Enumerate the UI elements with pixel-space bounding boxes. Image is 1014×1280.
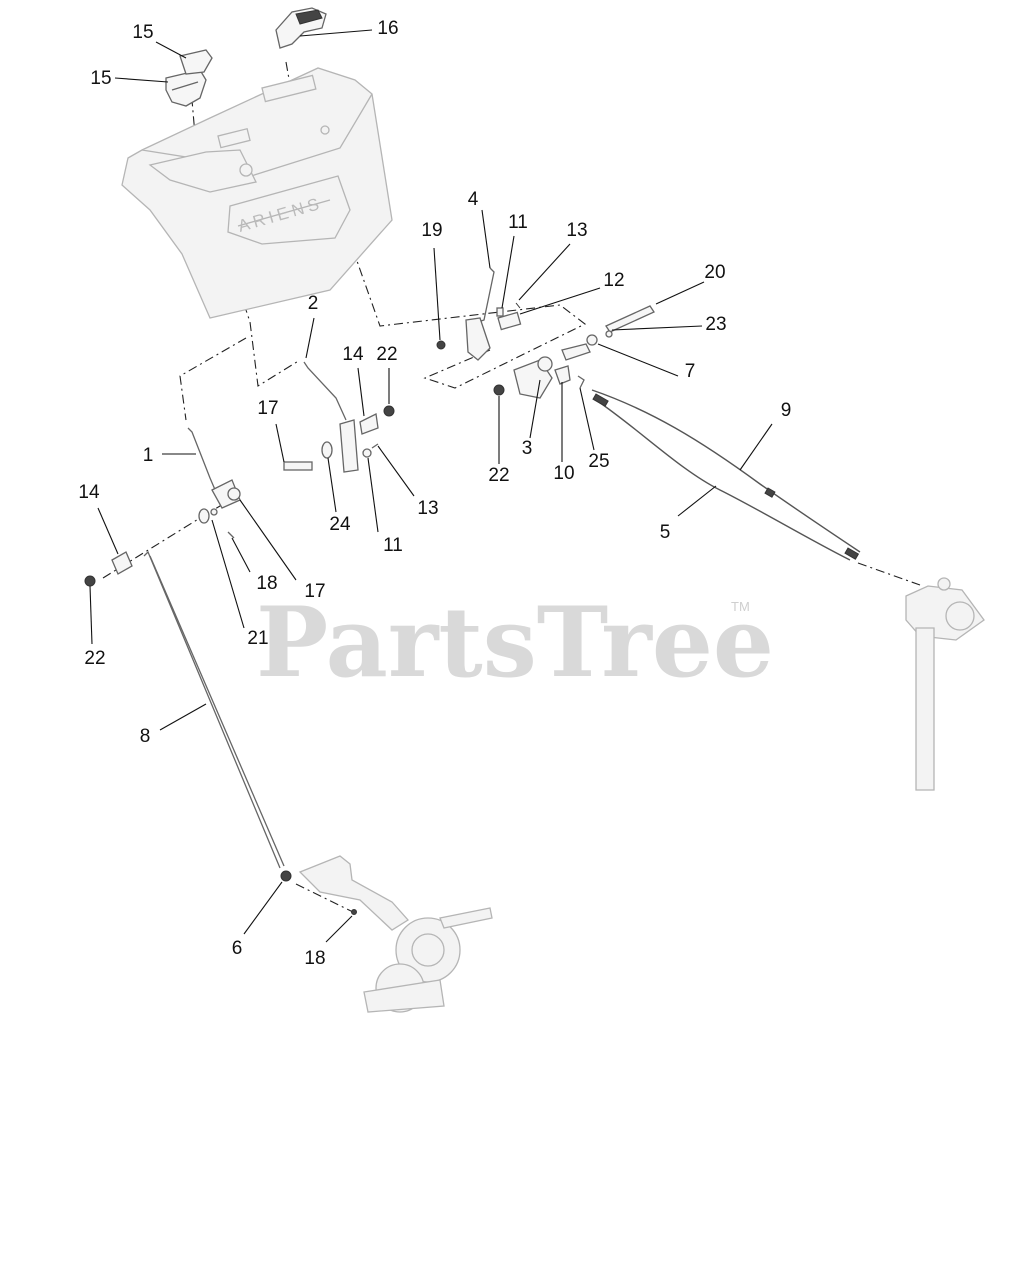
part-8-rod: [143, 550, 292, 882]
part-4-shift-lever: [436, 267, 522, 361]
callout-c1: 1: [143, 445, 154, 466]
callout-c18a: 18: [256, 573, 277, 594]
callout-c5: 5: [660, 522, 671, 543]
callout-c24: 24: [329, 514, 351, 535]
callout-c17b: 17: [304, 581, 325, 602]
callout-c22b: 22: [488, 465, 509, 486]
right-gearbox-bracket: [905, 577, 985, 791]
leader-lines: [89, 29, 773, 943]
bottom-drive-assembly: [298, 855, 493, 1013]
part-15-handle-grips: [165, 49, 213, 107]
callout-c9: 9: [781, 400, 792, 421]
callout-c23: 23: [705, 314, 726, 335]
callout-c21: 21: [247, 628, 268, 649]
callout-c4: 4: [468, 189, 479, 210]
callout-c12: 12: [603, 270, 624, 291]
callout-c17a: 17: [257, 398, 278, 419]
callout-c14b: 14: [78, 482, 100, 503]
callout-c3: 3: [522, 438, 533, 459]
callout-c11b: 11: [383, 535, 403, 556]
callout-c22c: 22: [84, 648, 105, 669]
part-2-lever: [283, 361, 395, 473]
part-16-handle-knob: [275, 7, 327, 49]
parts-5-9-cables: [591, 389, 861, 561]
callout-c8: 8: [140, 726, 151, 747]
callout-c13a: 13: [566, 220, 587, 241]
dash-panel-housing: ARIENS: [121, 67, 393, 319]
callout-c15a: 15: [132, 22, 153, 43]
trademark-mark: TM: [731, 599, 750, 614]
left-spring-and-nut: [84, 551, 133, 587]
callout-c15b: 15: [90, 68, 111, 89]
callout-c14a: 14: [342, 344, 364, 365]
callout-c22a: 22: [376, 344, 397, 365]
callout-c2: 2: [308, 293, 319, 314]
callout-c10: 10: [553, 463, 574, 484]
callout-c19: 19: [421, 220, 442, 241]
callout-c13b: 13: [417, 498, 438, 519]
part-3-pivot-bracket: [493, 305, 655, 399]
callout-c6: 6: [232, 938, 243, 959]
callout-c16: 16: [377, 18, 398, 39]
callout-c7: 7: [685, 361, 696, 382]
callout-c25: 25: [588, 451, 609, 472]
callout-c11a: 11: [508, 212, 528, 233]
watermark-text: PartsTree: [256, 586, 774, 699]
part-1-lever: [187, 427, 241, 539]
callout-c18b: 18: [304, 948, 325, 969]
callout-c20: 20: [704, 262, 725, 283]
